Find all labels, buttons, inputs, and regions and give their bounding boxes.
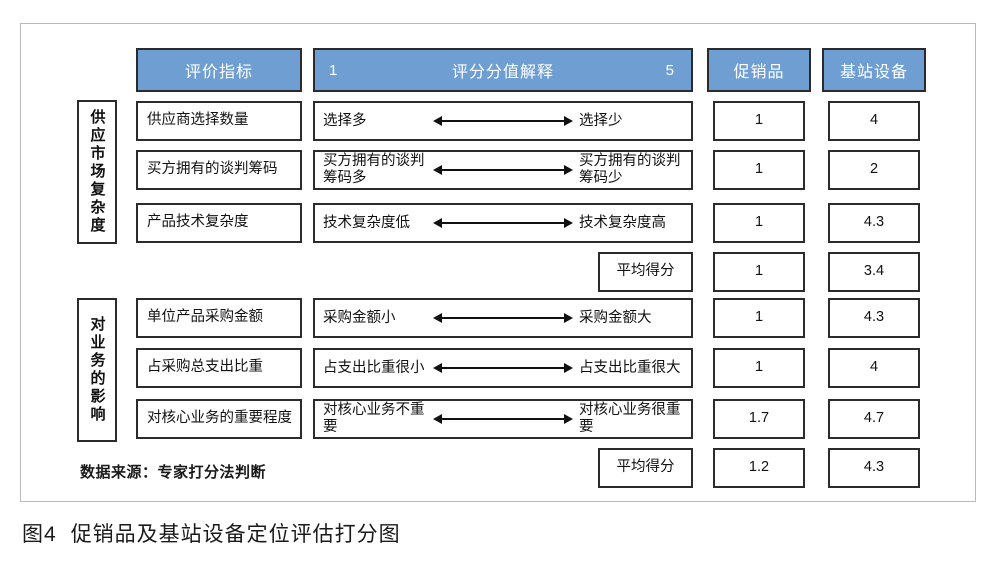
score-cell-basestation: 4.3 [828,203,920,243]
score-value: 2 [869,161,879,178]
score-cell-basestation: 2 [828,150,920,190]
source-note: 数据来源：专家打分法判断 [80,464,267,481]
average-score-basestation: 4.3 [828,448,920,488]
scale-right-label: 采购金额大 [579,309,652,326]
score-value: 1 [754,309,764,326]
figure-caption-text: 促销品及基站设备定位评估打分图 [70,523,401,546]
figure-caption: 图4 促销品及基站设备定位评估打分图 [22,518,401,548]
header-column-promo: 促销品 [707,48,811,92]
header-column-basestation: 基站设备 [822,48,926,92]
header-scale-max: 5 [665,61,675,79]
scale-cell: 占支出比重很小 占支出比重很大 [313,348,693,388]
average-score-promo: 1.2 [713,448,805,488]
group-label-text: 供应市场复杂度 [88,109,106,235]
scale-cell: 对核心业务不重要 对核心业务很重要 [313,399,693,439]
score-value: 4 [869,112,879,129]
figure-caption-number: 图4 [22,523,57,546]
indicator-cell: 单位产品采购金额 [136,298,302,338]
score-cell-basestation: 4.7 [828,399,920,439]
double-arrow-icon [433,116,573,126]
score-value: 1 [754,161,764,178]
average-label: 平均得分 [616,263,675,280]
indicator-cell: 占采购总支出比重 [136,348,302,388]
indicator-cell: 买方拥有的谈判筹码 [136,150,302,190]
score-cell-promo: 1 [713,298,805,338]
header-scale-title: 评分分值解释 [451,64,554,81]
score-value: 4.3 [863,459,885,476]
score-value: 3.4 [863,263,885,280]
score-value: 4.3 [863,214,885,231]
double-arrow-icon [433,313,573,323]
scale-left-label: 选择多 [323,112,367,129]
header-column-promo-label: 促销品 [733,64,785,81]
scale-arrow [427,116,579,126]
average-label-cell: 平均得分 [598,252,693,292]
header-indicator-label: 评价指标 [184,64,253,81]
scale-right-label: 对核心业务很重要 [579,402,681,435]
scale-right-label: 买方拥有的谈判筹码少 [579,153,681,186]
scale-cell: 技术复杂度低 技术复杂度高 [313,203,693,243]
average-label-cell: 平均得分 [598,448,693,488]
indicator-label: 买方拥有的谈判筹码 [147,161,278,178]
score-value: 1 [754,112,764,129]
group-label-business-impact: 对业务的影响 [77,298,117,442]
indicator-cell: 对核心业务的重要程度 [136,399,302,439]
scale-right-label: 占支出比重很大 [579,359,681,376]
scale-left-label: 占支出比重很小 [323,359,425,376]
scale-cell: 买方拥有的谈判筹码多 买方拥有的谈判筹码少 [313,150,693,190]
indicator-label: 供应商选择数量 [147,112,249,129]
scale-left-label: 采购金额小 [323,309,396,326]
score-cell-promo: 1 [713,348,805,388]
indicator-label: 对核心业务的重要程度 [147,410,292,427]
indicator-cell: 供应商选择数量 [136,101,302,141]
indicator-cell: 产品技术复杂度 [136,203,302,243]
scale-arrow [427,313,579,323]
scale-arrow [427,218,579,228]
score-cell-basestation: 4 [828,101,920,141]
group-label-text: 对业务的影响 [88,316,106,424]
score-value: 4.7 [863,410,885,427]
scale-right-label: 技术复杂度高 [579,214,666,231]
group-label-supply-market-complexity: 供应市场复杂度 [77,100,117,244]
double-arrow-icon [433,363,573,373]
score-cell-promo: 1 [713,150,805,190]
score-cell-basestation: 4.3 [828,298,920,338]
score-value: 4 [869,359,879,376]
scale-arrow [427,165,579,175]
average-score-promo: 1 [713,252,805,292]
score-value: 1.2 [748,459,770,476]
scale-left-label: 技术复杂度低 [323,214,410,231]
scale-arrow [427,363,579,373]
average-score-basestation: 3.4 [828,252,920,292]
scale-left-label: 对核心业务不重要 [323,402,425,435]
score-value: 1 [754,214,764,231]
scale-arrow [427,414,579,424]
average-label: 平均得分 [616,459,675,476]
score-value: 4.3 [863,309,885,326]
score-cell-basestation: 4 [828,348,920,388]
score-cell-promo: 1 [713,101,805,141]
scale-cell: 采购金额小 采购金额大 [313,298,693,338]
score-value: 1.7 [748,410,770,427]
score-value: 1 [754,359,764,376]
header-column-basestation-label: 基站设备 [839,64,908,81]
indicator-label: 产品技术复杂度 [147,214,249,231]
scale-left-label: 买方拥有的谈判筹码多 [323,153,425,186]
double-arrow-icon [433,165,573,175]
header-scale-min: 1 [329,61,339,79]
header-scale: 1 评分分值解释 5 [313,48,693,92]
indicator-label: 单位产品采购金额 [147,309,263,326]
scale-cell: 选择多 选择少 [313,101,693,141]
scale-right-label: 选择少 [579,112,623,129]
score-cell-promo: 1 [713,203,805,243]
score-value: 1 [754,263,764,280]
indicator-label: 占采购总支出比重 [147,359,263,376]
header-indicator: 评价指标 [136,48,302,92]
double-arrow-icon [433,218,573,228]
double-arrow-icon [433,414,573,424]
score-cell-promo: 1.7 [713,399,805,439]
